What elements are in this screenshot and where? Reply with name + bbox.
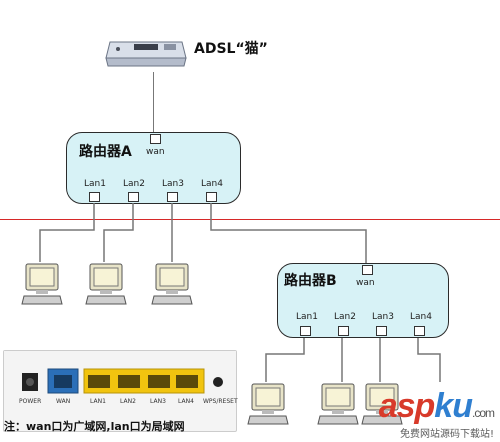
- router-a-wan-label: wan: [146, 147, 165, 157]
- router-b-wan-port: [362, 265, 373, 275]
- back-panel-label-lan3: LAN3: [150, 398, 166, 405]
- router-a-lan3-port: [167, 192, 178, 202]
- watermark-asp: asp: [378, 387, 436, 425]
- watermark-subtitle: 免费网站源码下载站!: [399, 429, 494, 440]
- router-b-lan2-label: Lan2: [334, 312, 356, 322]
- router-b-lan1-label: Lan1: [296, 312, 318, 322]
- watermark-ku: ku: [434, 387, 473, 425]
- router-a-title: 路由器A: [79, 144, 132, 160]
- router-a-wan-port: [150, 134, 161, 144]
- computer-icon: [85, 263, 127, 305]
- back-panel-label-lan4: LAN4: [178, 398, 194, 405]
- router-b-lan1-port: [300, 326, 311, 336]
- router-b-lan4-port: [414, 326, 425, 336]
- router-a-lan2-port: [128, 192, 139, 202]
- watermark-suffix: .com: [471, 406, 495, 420]
- router-b-lan2-port: [338, 326, 349, 336]
- modem-wan-cable: [153, 72, 154, 133]
- router-b: 路由器B wan Lan1 Lan2 Lan3 Lan4: [277, 263, 449, 338]
- router-b-wan-label: wan: [356, 278, 375, 288]
- computer-icon: [247, 383, 289, 425]
- router-a-lan4-label: Lan4: [201, 179, 223, 189]
- back-panel-label-wan: WAN: [56, 398, 71, 405]
- caption-note: 注：wan口为广域网,lan口为局域网: [4, 420, 185, 433]
- router-b-title: 路由器B: [284, 273, 337, 289]
- router-b-lan3-label: Lan3: [372, 312, 394, 322]
- divider-line: [0, 219, 500, 220]
- router-b-cables: [265, 338, 441, 382]
- watermark-logo: aspku.com: [378, 387, 495, 426]
- router-a-lan2-label: Lan2: [123, 179, 145, 189]
- router-a-lan4-port: [206, 192, 217, 202]
- router-a: 路由器A wan Lan1 Lan2 Lan3 Lan4: [66, 132, 241, 204]
- router-back-panel: POWER WAN LAN1 LAN2 LAN3 LAN4 WPS/RESET: [3, 350, 238, 432]
- adsl-modem-icon: [105, 41, 187, 67]
- computer-icon: [151, 263, 193, 305]
- back-panel-label-power: POWER: [19, 398, 42, 405]
- router-a-lan1-label: Lan1: [84, 179, 106, 189]
- router-b-lan3-port: [376, 326, 387, 336]
- router-a-lan3-label: Lan3: [162, 179, 184, 189]
- back-panel-label-wps-reset: WPS/RESET: [203, 398, 238, 405]
- back-panel-label-lan2: LAN2: [120, 398, 136, 405]
- computer-icon: [361, 383, 403, 425]
- router-b-lan4-label: Lan4: [410, 312, 432, 322]
- modem-label: ADSL“猫”: [194, 41, 268, 57]
- router-a-cables: [39, 203, 367, 263]
- computer-icon: [21, 263, 63, 305]
- back-panel-ports: [4, 351, 236, 415]
- back-panel-label-lan1: LAN1: [90, 398, 106, 405]
- computer-icon: [317, 383, 359, 425]
- router-a-lan1-port: [89, 192, 100, 202]
